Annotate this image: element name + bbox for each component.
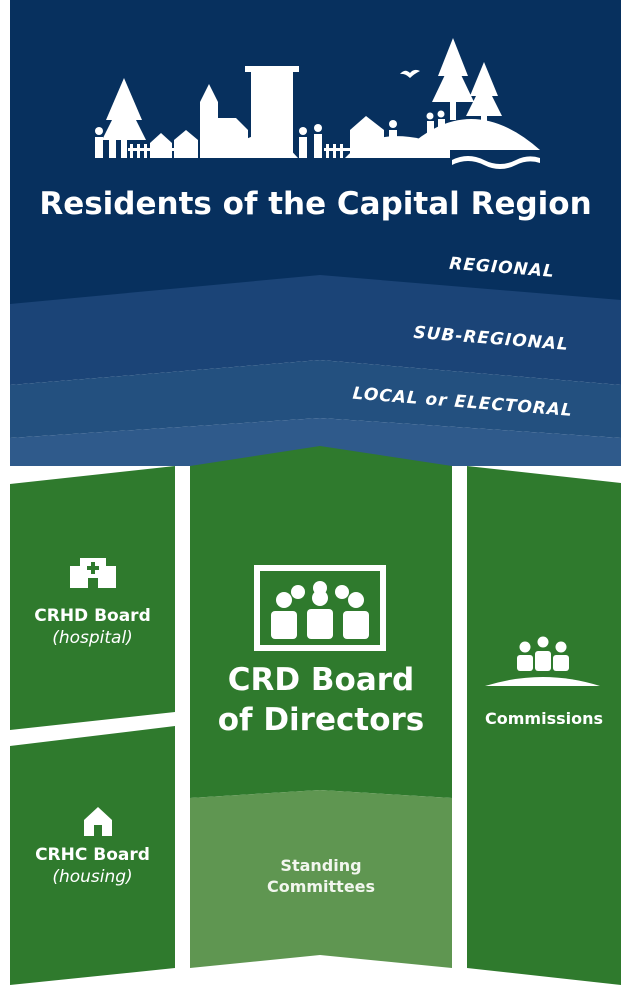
crd-board-name-line2: of Directors: [217, 702, 425, 738]
house-icon: [84, 807, 112, 836]
standing-committees-line1: Standing: [280, 856, 362, 875]
crhc-board-name: CRHC Board: [35, 845, 150, 865]
crhd-board-card: [10, 466, 175, 730]
standing-committees-label: Standing Committees: [190, 855, 452, 897]
town-skyline-icon: [95, 38, 540, 169]
crd-board-label: CRD Board of Directors: [190, 660, 452, 740]
band-local: [10, 418, 621, 466]
page-title: Residents of the Capital Region: [39, 186, 592, 222]
crhd-board-name: CRHD Board: [34, 606, 151, 626]
hospital-icon: [70, 558, 116, 588]
crhc-board-label: CRHC Board (housing): [10, 844, 175, 888]
crd-board-name-line1: CRD Board: [227, 662, 415, 698]
crhd-board-sub: (hospital): [52, 628, 133, 648]
standing-committees-card: [190, 790, 452, 968]
commissions-card: [467, 466, 621, 985]
standing-committees-line2: Committees: [266, 877, 376, 896]
crhc-board-sub: (housing): [52, 867, 133, 887]
band-sub-regional: [10, 360, 621, 438]
commissions-label: Commissions: [485, 709, 603, 728]
crhd-board-label: CRHD Board (hospital): [10, 605, 175, 649]
group-icon: [485, 636, 600, 686]
crhc-board-card: [10, 726, 175, 985]
board-meeting-icon: [254, 565, 386, 651]
band-regional: [10, 275, 621, 385]
